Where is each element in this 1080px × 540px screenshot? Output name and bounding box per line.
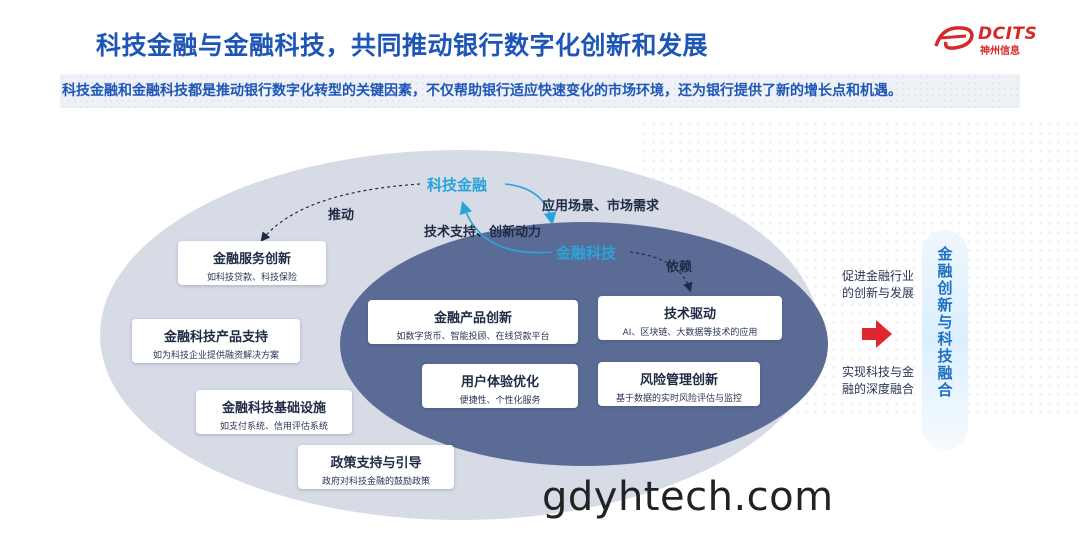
box-policy: 政策支持与引导 政府对科技金融的鼓励政策 bbox=[298, 445, 454, 489]
subtitle-bar bbox=[60, 74, 1020, 108]
box-desc: 如数字货币、智能投顾、在线贷款平台 bbox=[396, 332, 550, 342]
pillar-text: 金融创新与科技融合 bbox=[937, 245, 953, 399]
box-title: 金融科技产品支持 bbox=[163, 330, 268, 345]
side-text-top-line1: 促进金融行业 bbox=[842, 269, 915, 283]
label-support: 技术支持、创新动力 bbox=[424, 225, 542, 240]
label-depend: 依赖 bbox=[666, 260, 693, 275]
side-text-top-line2: 的创新与发展 bbox=[842, 286, 915, 300]
label-push: 推动 bbox=[328, 208, 355, 223]
box-desc: 如科技贷款、科技保险 bbox=[206, 273, 297, 283]
box-product-innovation: 金融产品创新 如数字货币、智能投顾、在线贷款平台 bbox=[368, 300, 578, 344]
box-user-experience: 用户体验优化 便捷性、个性化服务 bbox=[422, 364, 578, 408]
side-text-bottom-line1: 实现科技与金 bbox=[842, 365, 915, 379]
node-fintech-finance: 科技金融 bbox=[427, 176, 488, 194]
box-desc: 如为科技企业提供融资解决方案 bbox=[152, 351, 279, 361]
push-arrow bbox=[260, 183, 421, 242]
logo-subtitle: 神州信息 bbox=[980, 46, 1020, 57]
support-arrow bbox=[459, 200, 553, 254]
dcits-logo bbox=[934, 26, 974, 50]
page-title: 科技金融与金融科技，共同推动银行数字化创新和发展 bbox=[96, 31, 709, 60]
inner-ellipse bbox=[340, 222, 828, 466]
pillar bbox=[922, 230, 968, 450]
box-title: 金融服务创新 bbox=[212, 252, 291, 267]
box-title: 金融产品创新 bbox=[433, 311, 512, 326]
box-desc: 政府对科技金融的鼓励政策 bbox=[321, 477, 430, 487]
scenario-arrow bbox=[504, 183, 557, 226]
node-finance-tech: 金融科技 bbox=[556, 244, 617, 262]
logo-brand: DCITS bbox=[978, 24, 1038, 44]
watermark: gdyhtech.com bbox=[542, 474, 834, 520]
box-product-support: 金融科技产品支持 如为科技企业提供融资解决方案 bbox=[132, 319, 300, 363]
box-infrastructure: 金融科技基础设施 如支付系统、信用评估系统 bbox=[196, 390, 352, 434]
box-tech-driven: 技术驱动 AI、区块链、大数据等技术的应用 bbox=[598, 296, 782, 340]
box-finance-service: 金融服务创新 如科技贷款、科技保险 bbox=[178, 241, 326, 285]
red-arrow-icon bbox=[862, 320, 892, 348]
side-text-bottom-line2: 融的深度融合 bbox=[842, 382, 915, 396]
subtitle-text: 科技金融和金融科技都是推动银行数字化转型的关键因素，不仅帮助银行适应快速变化的市… bbox=[62, 83, 902, 99]
side-text-bottom: 实现科技与金 融的深度融合 bbox=[842, 364, 914, 398]
box-title: 风险管理创新 bbox=[639, 373, 718, 388]
box-risk-management: 风险管理创新 基于数据的实时风险评估与监控 bbox=[598, 362, 760, 406]
box-title: 用户体验优化 bbox=[460, 375, 539, 390]
box-title: 政策支持与引导 bbox=[330, 456, 422, 471]
box-desc: 基于数据的实时风险评估与监控 bbox=[615, 394, 742, 404]
box-title: 技术驱动 bbox=[663, 307, 716, 322]
side-text-top: 促进金融行业 的创新与发展 bbox=[842, 268, 914, 302]
box-title: 金融科技基础设施 bbox=[221, 401, 326, 416]
label-scenario: 应用场景、市场需求 bbox=[542, 199, 660, 214]
box-desc: 如支付系统、信用评估系统 bbox=[219, 422, 328, 432]
box-desc: 便捷性、个性化服务 bbox=[459, 396, 541, 406]
box-desc: AI、区块链、大数据等技术的应用 bbox=[622, 328, 758, 338]
depend-arrow bbox=[629, 251, 693, 293]
